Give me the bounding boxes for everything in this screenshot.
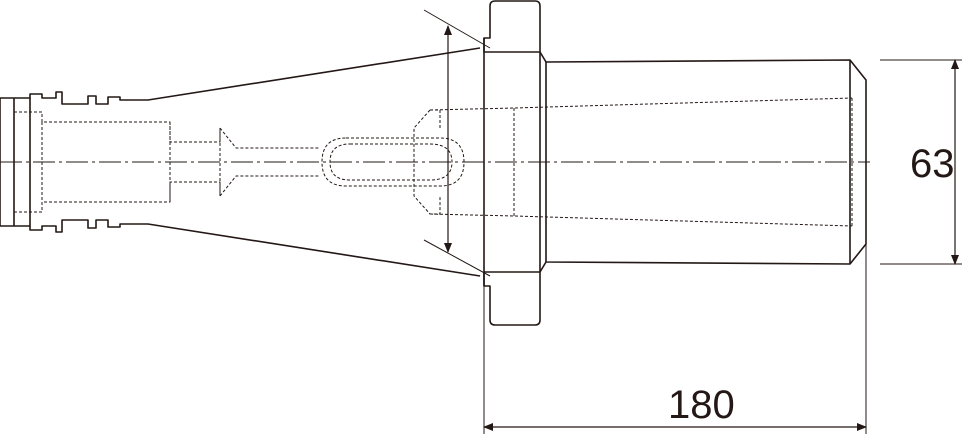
diameter-label: 63 [910, 142, 955, 186]
taper-gauge-line-top [423, 9, 491, 49]
length-label: 180 [668, 383, 735, 427]
flange [483, 0, 541, 326]
taper-gauge-line-bottom [423, 239, 491, 277]
collet-nose-outline [0, 47, 481, 277]
flange-taper [539, 51, 547, 273]
